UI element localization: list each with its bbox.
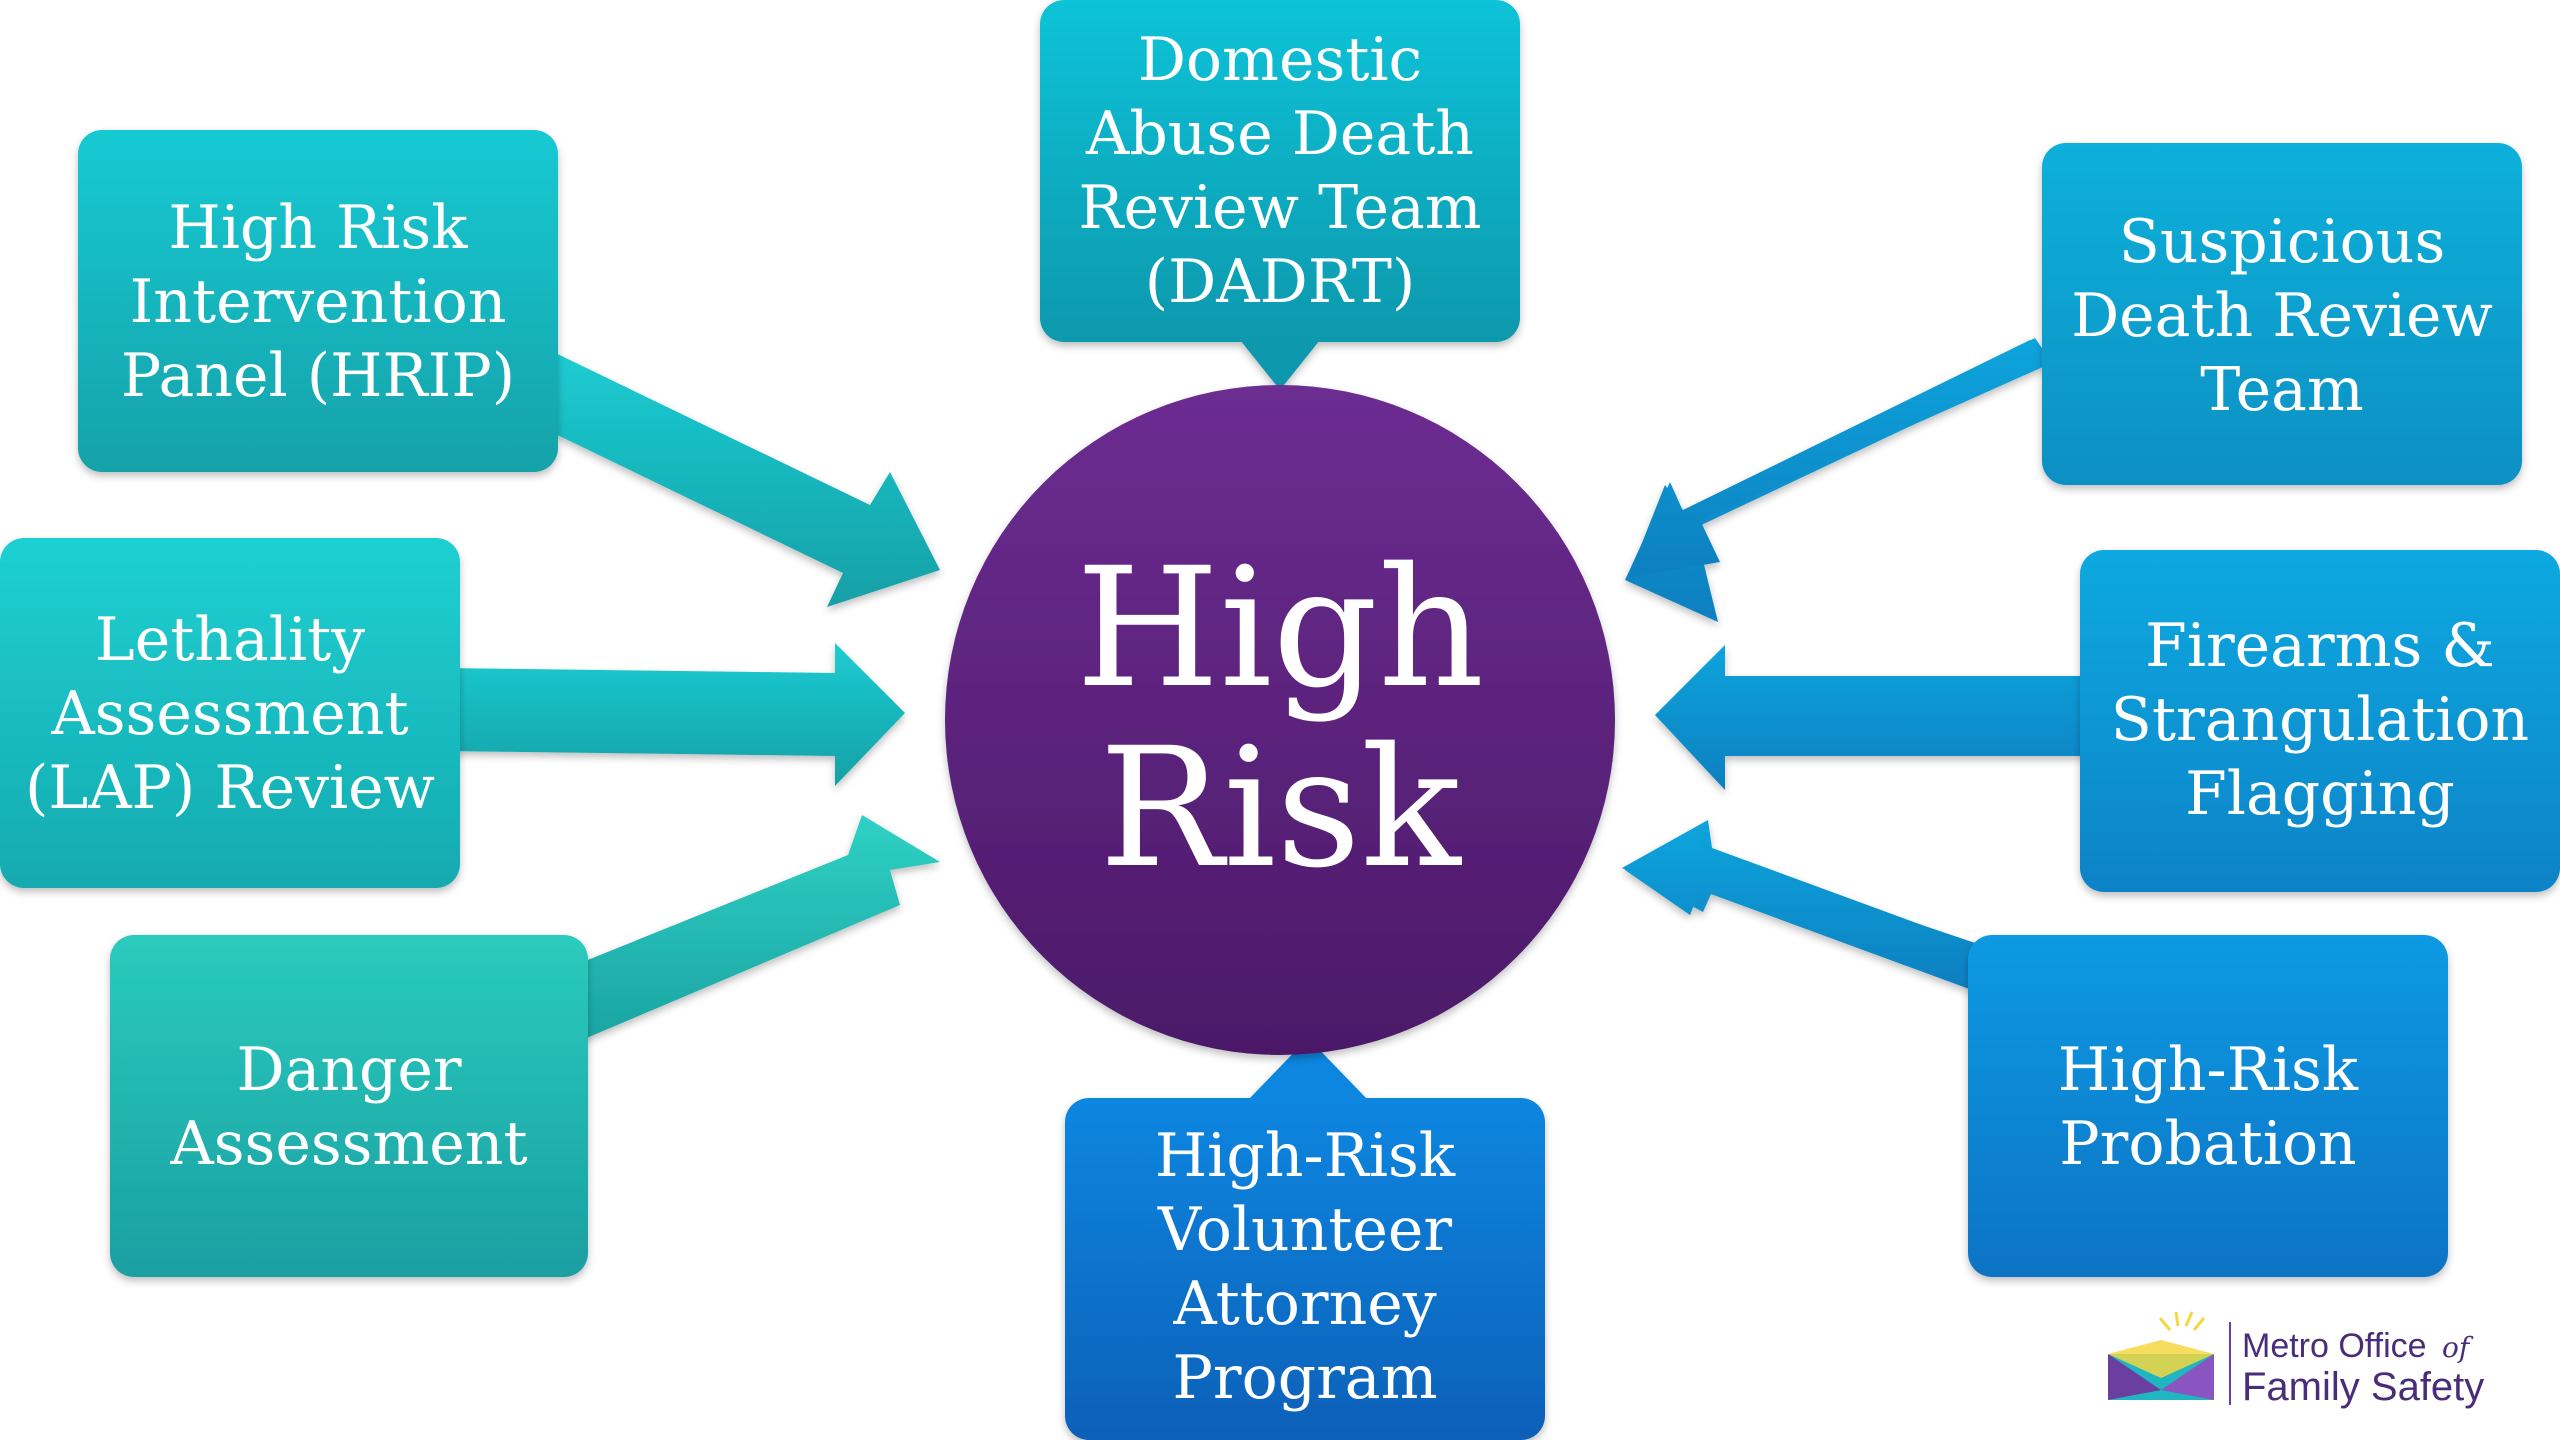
box-suspicious-line: Death Review — [2071, 281, 2493, 351]
logo-emblem-icon — [2108, 1311, 2214, 1400]
arrow-suspicious-to-center — [1625, 338, 2050, 622]
center-title-line: Risk — [1099, 712, 1463, 904]
box-volunteer-line: Volunteer — [1157, 1195, 1453, 1265]
arrow-probation-to-center — [1622, 820, 1990, 990]
box-volunteer: High-Risk Volunteer Attorney Program — [1065, 1038, 1545, 1440]
center-circle: High Risk — [945, 385, 1615, 1055]
box-volunteer-line: Program — [1173, 1343, 1438, 1413]
box-dadrt-line: Domestic — [1138, 25, 1422, 95]
arrow-lap-to-center — [445, 643, 905, 786]
box-volunteer-line: High-Risk — [1155, 1121, 1456, 1191]
box-suspicious-line: Team — [2200, 355, 2364, 425]
box-firearms-line: Firearms & — [2145, 611, 2495, 681]
box-suspicious-line: Suspicious — [2119, 207, 2445, 277]
box-danger: Danger Assessment — [110, 935, 588, 1277]
box-dadrt-line: (DADRT) — [1145, 247, 1416, 317]
logo-line2: Family Safety — [2242, 1365, 2484, 1409]
arrow-danger-to-center — [538, 815, 940, 1045]
box-hrip-line: Intervention — [130, 267, 507, 337]
box-volunteer-line: Attorney — [1172, 1269, 1436, 1339]
logo-line1-suffix: of — [2442, 1331, 2474, 1364]
box-probation: High-Risk Probation — [1968, 935, 2448, 1277]
box-hrip: High Risk Intervention Panel (HRIP) — [78, 130, 558, 472]
box-danger-line: Danger — [236, 1035, 461, 1105]
arrow-firearms-to-center — [1655, 645, 2090, 790]
box-dadrt-line: Review Team — [1078, 173, 1481, 243]
metro-office-logo: Metro Office of Family Safety — [2108, 1311, 2484, 1409]
box-hrip-line: Panel (HRIP) — [121, 341, 515, 411]
svg-text:Metro Office of: Metro Office of — [2242, 1327, 2474, 1365]
box-hrip-line: High Risk — [168, 193, 468, 263]
box-lap-line: Assessment — [50, 679, 408, 749]
arrow-hrip-to-center — [518, 348, 940, 607]
box-danger-line: Assessment — [169, 1109, 527, 1179]
box-lap-line: Lethality — [95, 605, 365, 675]
box-probation-line: High-Risk — [2058, 1035, 2359, 1105]
box-suspicious: Suspicious Death Review Team — [2042, 143, 2522, 485]
box-dadrt-line: Abuse Death — [1085, 99, 1474, 169]
logo-line1: Metro Office — [2242, 1327, 2427, 1365]
box-lap: Lethality Assessment (LAP) Review — [0, 538, 460, 888]
box-dadrt: Domestic Abuse Death Review Team (DADRT) — [1040, 0, 1520, 390]
box-firearms-line: Strangulation — [2111, 685, 2529, 755]
box-firearms-line: Flagging — [2185, 759, 2455, 829]
box-probation-line: Probation — [2059, 1109, 2356, 1179]
center-title-line: High — [1076, 532, 1485, 724]
box-firearms: Firearms & Strangulation Flagging — [2080, 550, 2560, 892]
box-lap-line: (LAP) Review — [25, 753, 435, 823]
